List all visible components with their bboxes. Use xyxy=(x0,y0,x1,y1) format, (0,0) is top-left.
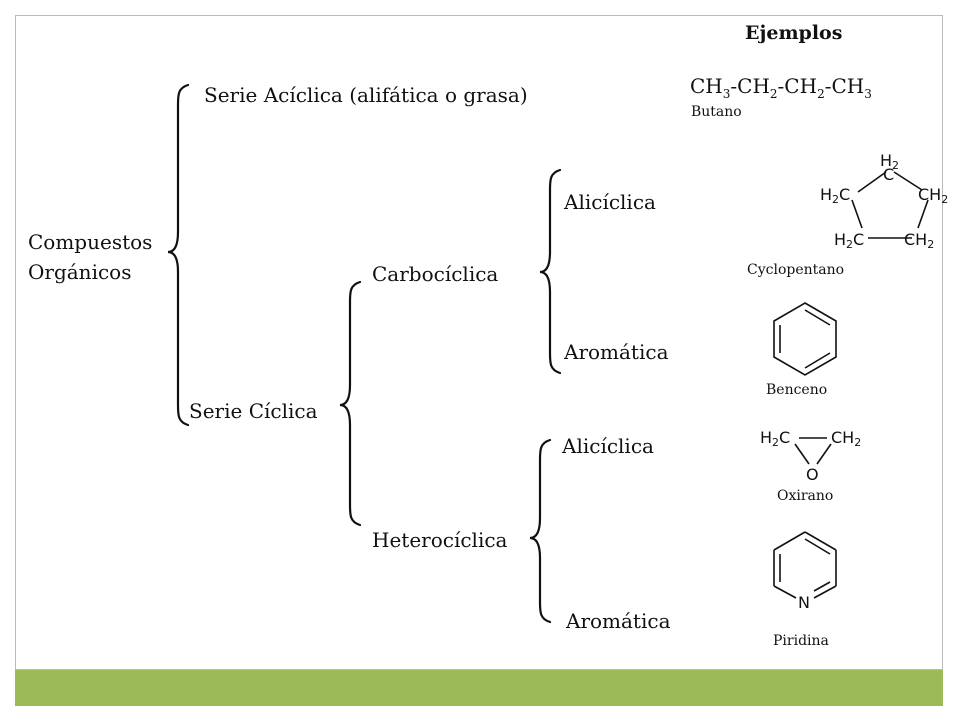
root-label-line1: Compuestos xyxy=(28,230,153,254)
oxirane-name: Oxirano xyxy=(777,488,834,504)
cyclopentane-structure: H2 C H2C CH2 H2C CH2 xyxy=(820,151,948,251)
benzene-name: Benceno xyxy=(766,382,828,398)
carbo-aromatic-label: Aromática xyxy=(564,340,669,364)
brace-carbocyclic xyxy=(539,168,562,375)
heterocyclic-label: Heterocíclica xyxy=(372,528,508,552)
carbocyclic-label: Carbocíclica xyxy=(372,262,499,286)
carbo-alicyclic-label: Alicíclica xyxy=(564,190,656,214)
slide-frame xyxy=(15,15,943,670)
svg-text:H2C: H2C xyxy=(820,185,850,206)
pyridine-name: Piridina xyxy=(773,633,829,649)
cyclic-series-label: Serie Cíclica xyxy=(189,399,318,423)
footer-bar xyxy=(15,670,943,706)
svg-text:CH2: CH2 xyxy=(918,185,948,206)
svg-text:O: O xyxy=(806,465,819,484)
oxirane-structure: H2C CH2 O xyxy=(760,428,861,484)
root-label-line2: Orgánicos xyxy=(28,260,132,284)
pyridine-structure: N xyxy=(773,531,837,612)
acyclic-series-label: Serie Acíclica (alifática o grasa) xyxy=(204,83,528,107)
cyclopentane-name: Cyclopentano xyxy=(747,262,845,278)
svg-text:H2C: H2C xyxy=(760,428,790,449)
hetero-alicyclic-label: Alicíclica xyxy=(562,434,654,458)
svg-text:C: C xyxy=(883,165,894,184)
benzene-structure xyxy=(773,302,837,376)
svg-text:CH2: CH2 xyxy=(904,230,934,251)
brace-heterocyclic xyxy=(529,438,552,624)
butane-name: Butano xyxy=(691,104,742,120)
brace-cyclic xyxy=(339,280,362,527)
hetero-aromatic-label: Aromática xyxy=(566,609,671,633)
svg-text:CH2: CH2 xyxy=(831,428,861,449)
pyridine-n-label: N xyxy=(798,593,810,612)
examples-title: Ejemplos xyxy=(745,22,843,44)
butane-formula: CH3-CH2-CH2-CH3 xyxy=(690,74,872,101)
brace-main xyxy=(167,83,190,427)
svg-text:H2C: H2C xyxy=(834,230,864,251)
